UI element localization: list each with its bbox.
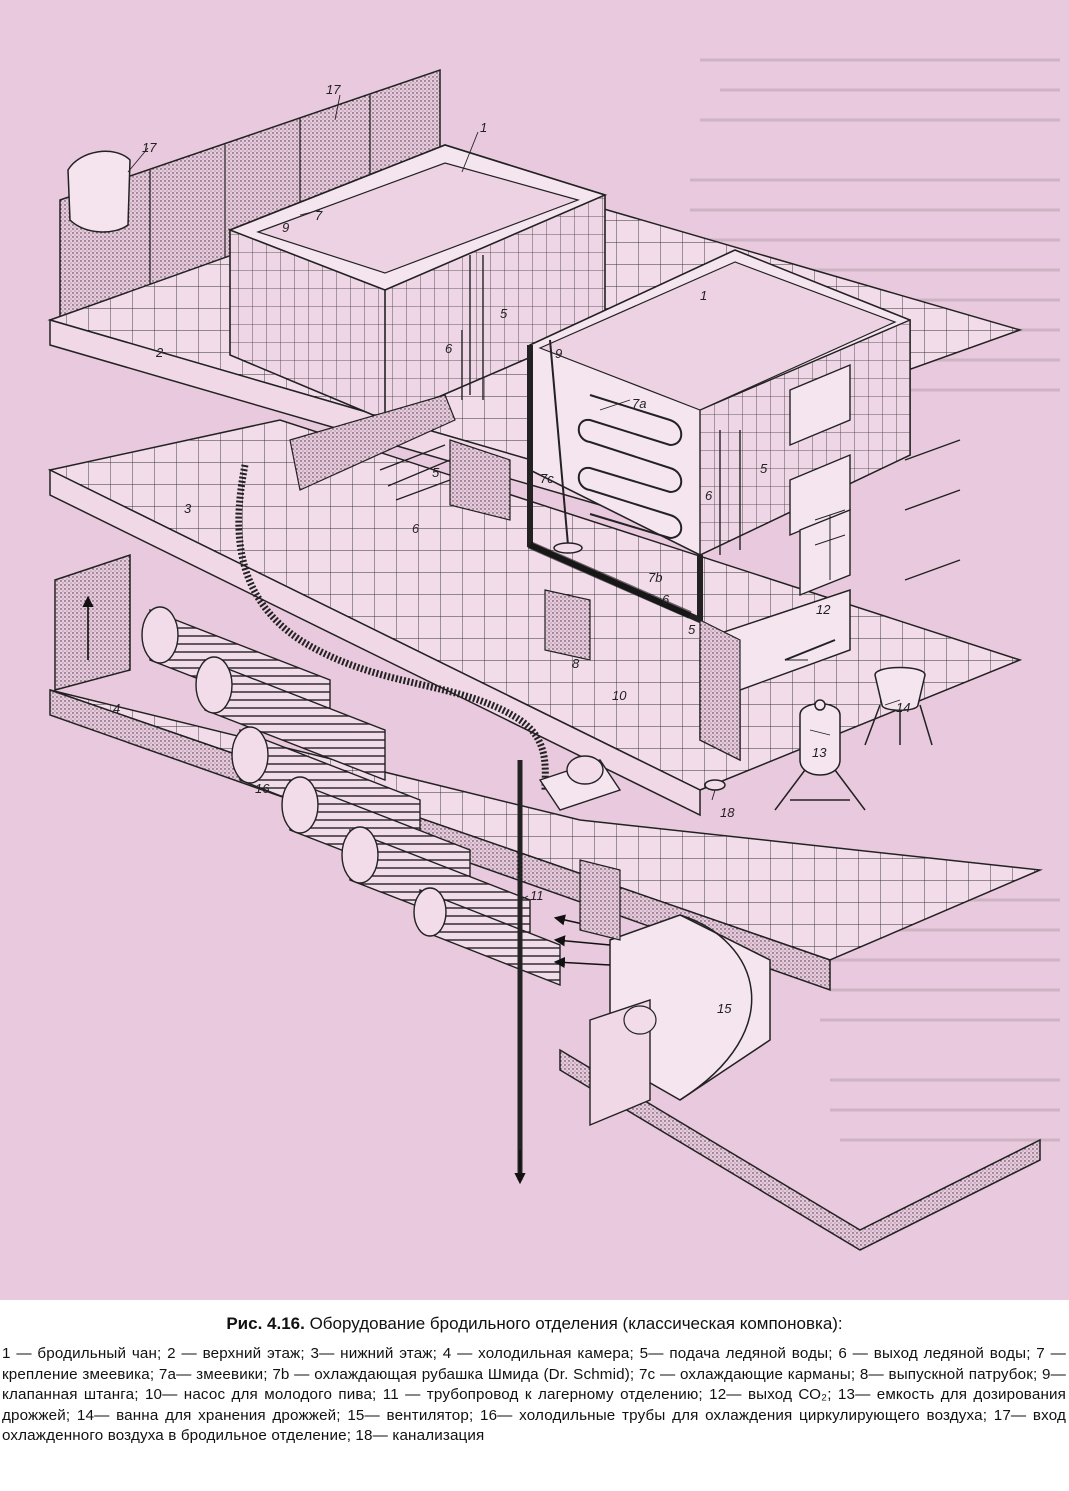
callout-5b: 5 <box>432 465 440 480</box>
callout-6b: 6 <box>412 521 420 536</box>
callout-7b: 7b <box>648 570 662 585</box>
cold-chamber <box>54 553 131 691</box>
callout-5d: 5 <box>688 622 696 637</box>
callout-12: 12 <box>816 602 831 617</box>
callout-6c: 6 <box>705 488 713 503</box>
air-inlet-duct <box>67 150 131 233</box>
diagram-figure: 1 1 2 3 4 5 5 5 5 6 6 6 6 7 7a 7b 7c 8 9… <box>0 0 1069 1300</box>
cooling-pipes <box>141 606 561 987</box>
callout-10: 10 <box>612 688 627 703</box>
callout-14: 14 <box>896 700 910 715</box>
figure-label: Рис. 4.16. <box>226 1314 305 1333</box>
callout-2: 2 <box>155 345 164 360</box>
flexible-hose <box>235 464 549 791</box>
support-column <box>699 619 741 761</box>
callout-15: 15 <box>717 1001 732 1016</box>
drain <box>704 779 726 791</box>
yeast-dosing-vessel <box>774 699 866 811</box>
outlet-pipe <box>544 589 591 661</box>
caption-title-line: Рис. 4.16. Оборудование бродильного отде… <box>0 1314 1069 1334</box>
support-column-mid <box>449 439 511 521</box>
callout-13: 13 <box>812 745 827 760</box>
callout-7c: 7c <box>540 471 554 486</box>
valve-rod <box>549 339 569 546</box>
callout-1b: 1 <box>700 288 707 303</box>
lower-floor-slab <box>47 419 1023 817</box>
callout-17a: 17 <box>326 82 341 97</box>
callout-7a: 7a <box>632 396 646 411</box>
callout-5a: 5 <box>500 306 508 321</box>
callout-9b: 9 <box>555 346 562 361</box>
figure-title: Оборудование бродильного отделения (клас… <box>309 1314 843 1333</box>
callout-6d: 6 <box>662 592 670 607</box>
callout-1a: 1 <box>480 120 487 135</box>
figure-caption: Рис. 4.16. Оборудование бродильного отде… <box>0 1300 1069 1491</box>
fermentation-vat-upper <box>227 144 608 491</box>
ice-water-pipes <box>379 255 741 555</box>
callout-9a: 9 <box>282 220 289 235</box>
fan <box>589 914 771 1127</box>
cooling-coils <box>577 394 683 540</box>
callout-11: 11 <box>530 888 544 903</box>
callout-7: 7 <box>315 208 323 223</box>
young-beer-pump <box>538 755 622 811</box>
callout-8: 8 <box>572 656 580 671</box>
callout-6a: 6 <box>445 341 453 356</box>
figure-legend: 1 — бродильный чан; 2 — верхний этаж; 3—… <box>2 1345 1066 1444</box>
callout-16: 16 <box>255 781 270 796</box>
basement-column <box>579 859 621 941</box>
outlet-valve <box>553 542 583 554</box>
yeast-storage-tub <box>864 666 933 746</box>
callout-17b: 17 <box>142 140 157 155</box>
fermentation-room-illustration: 1 1 2 3 4 5 5 5 5 6 6 6 6 7 7a 7b 7c 8 9… <box>47 58 1060 1251</box>
building-wall-right <box>789 363 961 597</box>
callout-3: 3 <box>184 501 192 516</box>
callout-4: 4 <box>113 701 120 716</box>
basement-floor <box>559 1048 1041 1251</box>
callout-18: 18 <box>720 805 735 820</box>
callout-5c: 5 <box>760 461 768 476</box>
